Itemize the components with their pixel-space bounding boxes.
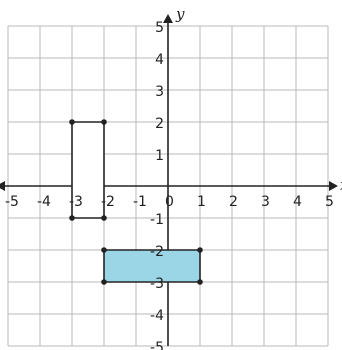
x-tick-label: 0	[165, 194, 174, 210]
x-tick-label: 2	[229, 194, 238, 210]
x-tick-label: 4	[293, 194, 302, 210]
x-tick-label: 3	[261, 194, 270, 210]
y-tick-label: 4	[155, 52, 164, 68]
x-axis-arrow-left	[0, 181, 5, 191]
vertex-point	[101, 215, 107, 221]
vertex-point	[101, 247, 107, 253]
y-axis-arrow-up	[163, 14, 173, 23]
y-tick-label: -1	[150, 212, 164, 228]
x-axis-label: x	[340, 176, 342, 194]
vertex-point	[101, 119, 107, 125]
y-axis-label: y	[175, 5, 185, 23]
x-tick-label: -1	[133, 194, 147, 210]
y-tick-label: -2	[150, 244, 164, 260]
vertex-point	[69, 119, 75, 125]
axes	[0, 14, 338, 346]
vertex-point	[197, 279, 203, 285]
vertex-point	[101, 279, 107, 285]
x-tick-label: 5	[325, 194, 334, 210]
x-tick-label: -2	[101, 194, 115, 210]
y-tick-label: -5	[150, 340, 164, 350]
vertex-point	[69, 215, 75, 221]
vertex-point	[197, 247, 203, 253]
x-axis-arrow-right	[329, 181, 338, 191]
y-tick-label: -4	[150, 308, 164, 324]
y-tick-label: 3	[155, 84, 164, 100]
x-tick-label: -5	[5, 194, 19, 210]
y-tick-label: 1	[155, 148, 164, 164]
y-tick-label: -3	[150, 276, 164, 292]
x-tick-label: 1	[197, 194, 206, 210]
x-tick-label: -3	[69, 194, 83, 210]
x-tick-label: -4	[37, 194, 51, 210]
y-tick-label: 5	[155, 20, 164, 36]
shapes	[69, 119, 203, 285]
y-tick-label: 2	[155, 116, 164, 132]
